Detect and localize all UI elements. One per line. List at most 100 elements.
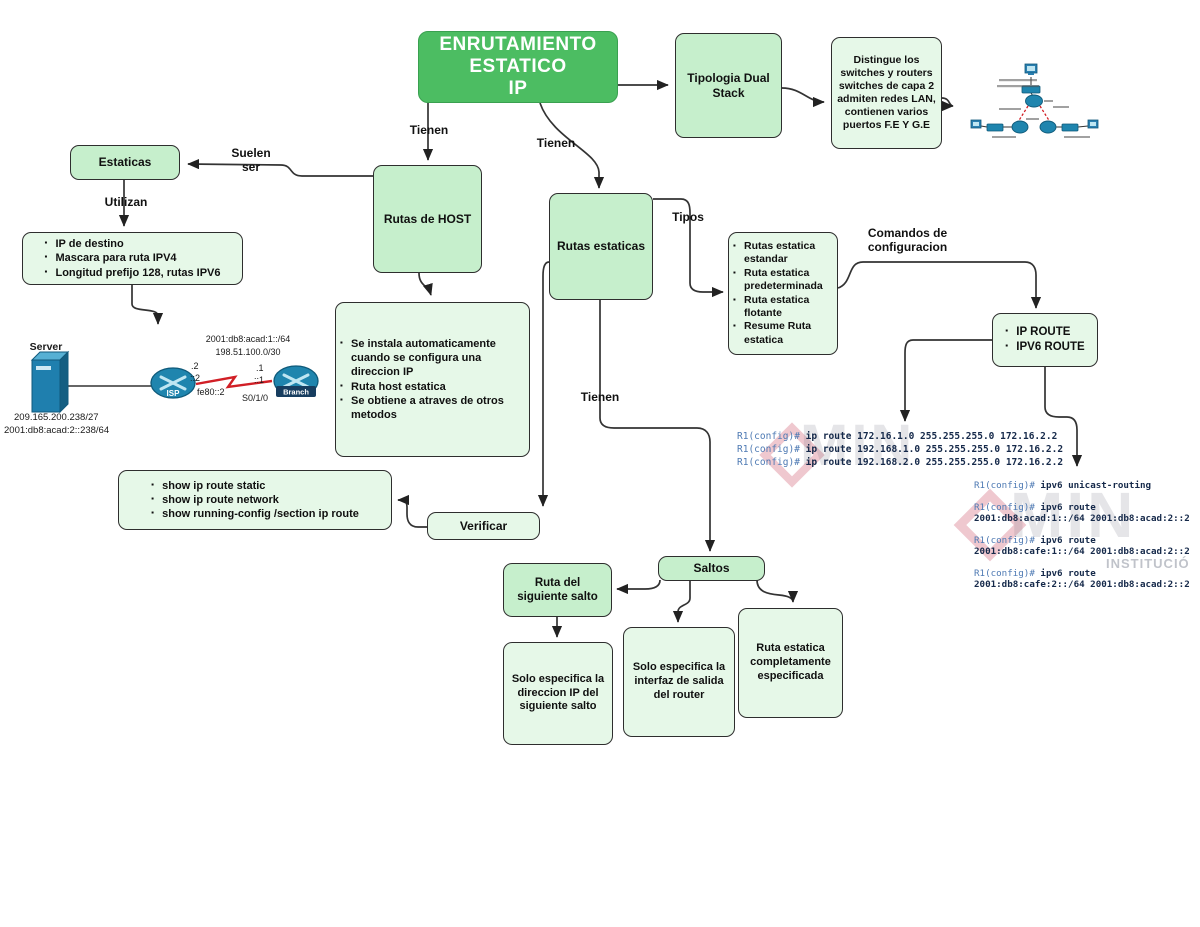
node-estaticas: Estaticas <box>70 145 180 180</box>
node-verificar: Verificar <box>427 512 540 540</box>
list-item: show ip route static <box>151 479 359 493</box>
watermark-letters: MIN <box>1010 479 1137 551</box>
server-ip-v6: 2001:db8:acad:2::238/64 <box>4 425 109 436</box>
dashed-link <box>1039 105 1051 123</box>
list-item: show ip route network <box>151 493 359 507</box>
pc-icon <box>1024 63 1038 75</box>
node-label: Saltos <box>693 561 730 575</box>
node-label: Ruta del siguiente salto <box>517 576 598 603</box>
code-line: R1(config)# ipv6 route 2001:db8:cafe:2::… <box>974 568 1190 591</box>
node-tipos-list: Rutas estatica estandar Ruta estatica pr… <box>728 232 838 355</box>
node-ruta-siguiente-salto: Ruta del siguiente salto <box>503 563 612 617</box>
list-item: show running-config /section ip route <box>151 507 359 521</box>
node-utilizan-list: IP de destino Mascara para ruta IPV4 Lon… <box>22 232 243 285</box>
code-block-ipv4-routes: R1(config)# ip route 172.16.1.0 255.255.… <box>737 430 1063 469</box>
node-label: Tipologia Dual Stack <box>687 70 770 100</box>
server-icon <box>30 350 70 414</box>
cli-command: ip route 192.168.1.0 255.255.255.0 172.1… <box>805 444 1064 455</box>
node-solo-ip-siguiente-salto: Solo especifica la direccion IP del sigu… <box>503 642 613 745</box>
isp-router-icon: ISP <box>150 367 196 399</box>
router-icon <box>1039 120 1057 134</box>
connector-saltos-rutasiguiente <box>616 579 661 595</box>
list-item: IPV6 ROUTE <box>1005 340 1084 355</box>
watermark-caption: INSTITUCIÓ <box>1106 556 1190 571</box>
node-solo-interfaz-salida: Solo especifica la interfaz de salida de… <box>623 627 735 737</box>
cli-prompt: R1(config)# <box>974 567 1035 579</box>
bullet-list: IP ROUTE IPV6 ROUTE <box>1005 325 1084 354</box>
list-item: Se obtiene a atraves de otros metodos <box>340 394 525 422</box>
connector-iproute-ipv6code <box>1044 367 1083 467</box>
connector-rutasestaticas-verificar <box>537 261 550 507</box>
list-item: Mascara para ruta IPV4 <box>44 251 220 265</box>
list-item: Longitud prefijo 128, rutas IPV6 <box>44 266 220 280</box>
router-icon <box>1025 94 1043 108</box>
code-line: R1(config)# ip route 192.168.2.0 255.255… <box>737 456 1063 469</box>
switch-icon <box>986 123 1004 132</box>
branch-port-v6: ::1 <box>254 375 264 385</box>
node-label: Solo especifica la interfaz de salida de… <box>632 661 726 701</box>
edge-label-comandos: Comandos de configuracion <box>867 226 948 254</box>
connector-title-rutasestaticas <box>539 102 605 189</box>
dashed-link <box>1017 105 1029 123</box>
edge-label-tipos: Tipos <box>672 210 704 224</box>
code-line: R1(config)# ipv6 route 2001:db8:cafe:1::… <box>974 535 1190 558</box>
isp-port-v6: ::2 <box>190 373 200 383</box>
node-rutas-de-host: Rutas de HOST <box>373 165 482 273</box>
subnet-v6-label: 2001:db8:acad:1::/64 <box>206 334 291 344</box>
list-item: Rutas estatica estandar <box>733 240 833 267</box>
title-node: ENRUTAMIENTO ESTATICO IP <box>418 31 618 103</box>
connector-rutashost-instala <box>418 272 433 296</box>
cli-command: ipv6 route <box>1040 567 1096 579</box>
connector-utilizan-diagram <box>131 285 164 325</box>
connector-tipos-iproute <box>837 261 1042 309</box>
isp-label: ISP <box>167 389 181 398</box>
node-label: Estaticas <box>98 155 152 169</box>
code-line: R1(config)# ipv6 route 2001:db8:acad:1::… <box>974 502 1190 525</box>
server-ip-v4: 209.165.200.238/27 <box>14 412 99 423</box>
node-label: Rutas estaticas <box>556 239 646 253</box>
cli-command: ipv6 unicast-routing <box>1040 480 1152 491</box>
list-item: Ruta host estatica <box>340 380 525 394</box>
pc-icon <box>1087 119 1099 129</box>
branch-router-icon: Branch <box>273 365 319 397</box>
connector-iproute-ipv4code <box>899 339 992 422</box>
bullet-list: Se instala automaticamente cuando se con… <box>340 337 525 421</box>
pc-icon <box>970 119 982 129</box>
cli-command: ipv6 route <box>1040 501 1096 513</box>
code-line: R1(config)# ip route 192.168.1.0 255.255… <box>737 443 1063 456</box>
connector-rutasestaticas-saltos <box>599 300 716 552</box>
connector-distingue-topology <box>941 97 954 112</box>
list-item: Se instala automaticamente cuando se con… <box>340 337 525 379</box>
title-line: ESTATICO <box>469 56 567 78</box>
isp-link-local: fe80::2 <box>197 387 225 397</box>
node-label: Verificar <box>459 518 508 533</box>
cli-prompt: R1(config)# <box>974 480 1035 491</box>
edge-label-tienen-1: Tienen <box>409 123 449 137</box>
cli-prompt: R1(config)# <box>737 431 800 442</box>
network-diagram-branch-isp: ISP Branch Server 2001:db8:acad:1::/64 1… <box>4 334 319 436</box>
node-host-detalle-list: Se instala automaticamente cuando se con… <box>335 302 530 457</box>
watermark-letters: MIN <box>800 413 916 478</box>
node-tipologia-dual-stack: Tipologia Dual Stack <box>675 33 782 138</box>
cli-args: 2001:db8:acad:1::/64 2001:db8:acad:2::2 <box>974 513 1190 524</box>
edge-label-tienen-3: Tienen <box>580 390 620 404</box>
node-label: Distingue los switches y routers switche… <box>837 53 936 132</box>
serial-link-bolt <box>195 375 273 389</box>
cli-command: ip route 172.16.1.0 255.255.255.0 172.16… <box>805 431 1058 442</box>
connector-rutashost-estaticas <box>187 159 373 177</box>
cli-command: ipv6 route <box>1040 534 1096 546</box>
switch-icon <box>1061 123 1079 132</box>
bullet-list: Rutas estatica estandar Ruta estatica pr… <box>733 240 833 348</box>
node-label: Rutas de HOST <box>383 211 472 226</box>
branch-port-v4: .1 <box>256 363 264 373</box>
cli-args: 2001:db8:cafe:2::/64 2001:db8:acad:2::2 <box>974 579 1190 590</box>
node-saltos: Saltos <box>658 556 765 581</box>
isp-port-v4: .2 <box>191 361 199 371</box>
edge-label-suelen-ser: Suelen ser <box>231 146 271 174</box>
server-label: Server <box>30 341 63 353</box>
node-label: Ruta estatica completamente especificada <box>750 642 831 682</box>
cli-prompt: R1(config)# <box>974 534 1035 546</box>
list-item: Ruta estatica predeterminada <box>733 267 833 294</box>
topology-label-smudges <box>992 79 1090 138</box>
connector-tipologia-distingue <box>781 87 825 108</box>
